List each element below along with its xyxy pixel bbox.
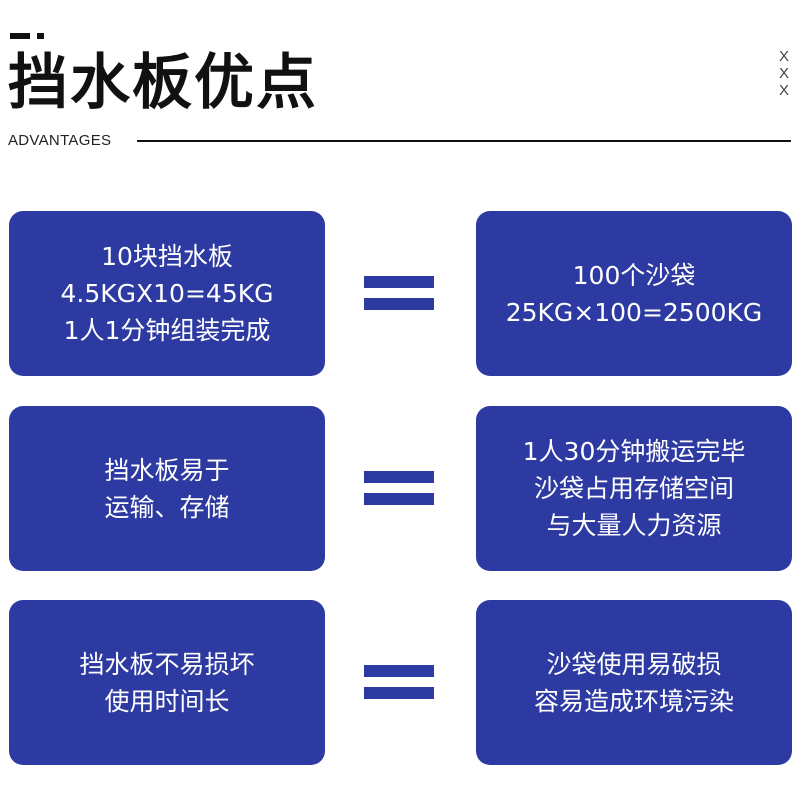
x-mark-2: X xyxy=(778,65,789,82)
x-mark-1: X xyxy=(778,48,789,65)
card-text-line: 4.5KGX10=45KG xyxy=(60,279,274,308)
card-text-line: 1人30分钟搬运完毕 xyxy=(522,437,746,466)
card-text-line: 沙袋占用存储空间 xyxy=(533,474,734,503)
water-barrier-card-1: 10块挡水板 4.5KGX10=45KG 1人1分钟组装完成 xyxy=(9,211,325,376)
equals-sign-2 xyxy=(364,471,434,505)
equals-sign-3 xyxy=(364,665,434,699)
card-text-line: 挡水板不易损坏 xyxy=(79,649,255,679)
water-barrier-card-3: 挡水板不易损坏 使用时间长 xyxy=(9,600,325,765)
card-text-line: 1人1分钟组装完成 xyxy=(63,316,271,345)
card-text-line: 沙袋使用易破损 xyxy=(546,649,722,679)
equals-sign-1 xyxy=(364,276,434,310)
title-accent-dot xyxy=(37,33,44,39)
decorative-x-marks: X X X xyxy=(775,48,793,99)
page-title: 挡水板优点 xyxy=(8,48,318,118)
water-barrier-card-2: 挡水板易于 运输、存储 xyxy=(9,406,325,571)
card-text-line: 容易造成环境污染 xyxy=(533,686,734,716)
sandbag-card-1: 100个沙袋 25KG×100=2500KG xyxy=(476,211,792,376)
header-divider xyxy=(137,140,791,142)
page-subtitle: ADVANTAGES xyxy=(8,132,112,149)
card-text-line: 运输、存储 xyxy=(104,492,230,522)
card-text-line: 挡水板易于 xyxy=(104,455,230,485)
card-text-line: 使用时间长 xyxy=(104,686,230,716)
card-text-line: 100个沙袋 xyxy=(572,260,696,290)
sandbag-card-2: 1人30分钟搬运完毕 沙袋占用存储空间 与大量人力资源 xyxy=(476,406,792,571)
title-accent-dash xyxy=(10,33,30,39)
card-text-line: 10块挡水板 xyxy=(101,242,233,271)
card-text-line: 与大量人力资源 xyxy=(546,511,722,540)
x-mark-3: X xyxy=(778,82,789,99)
sandbag-card-3: 沙袋使用易破损 容易造成环境污染 xyxy=(476,600,792,765)
card-text-line: 25KG×100=2500KG xyxy=(505,297,763,327)
